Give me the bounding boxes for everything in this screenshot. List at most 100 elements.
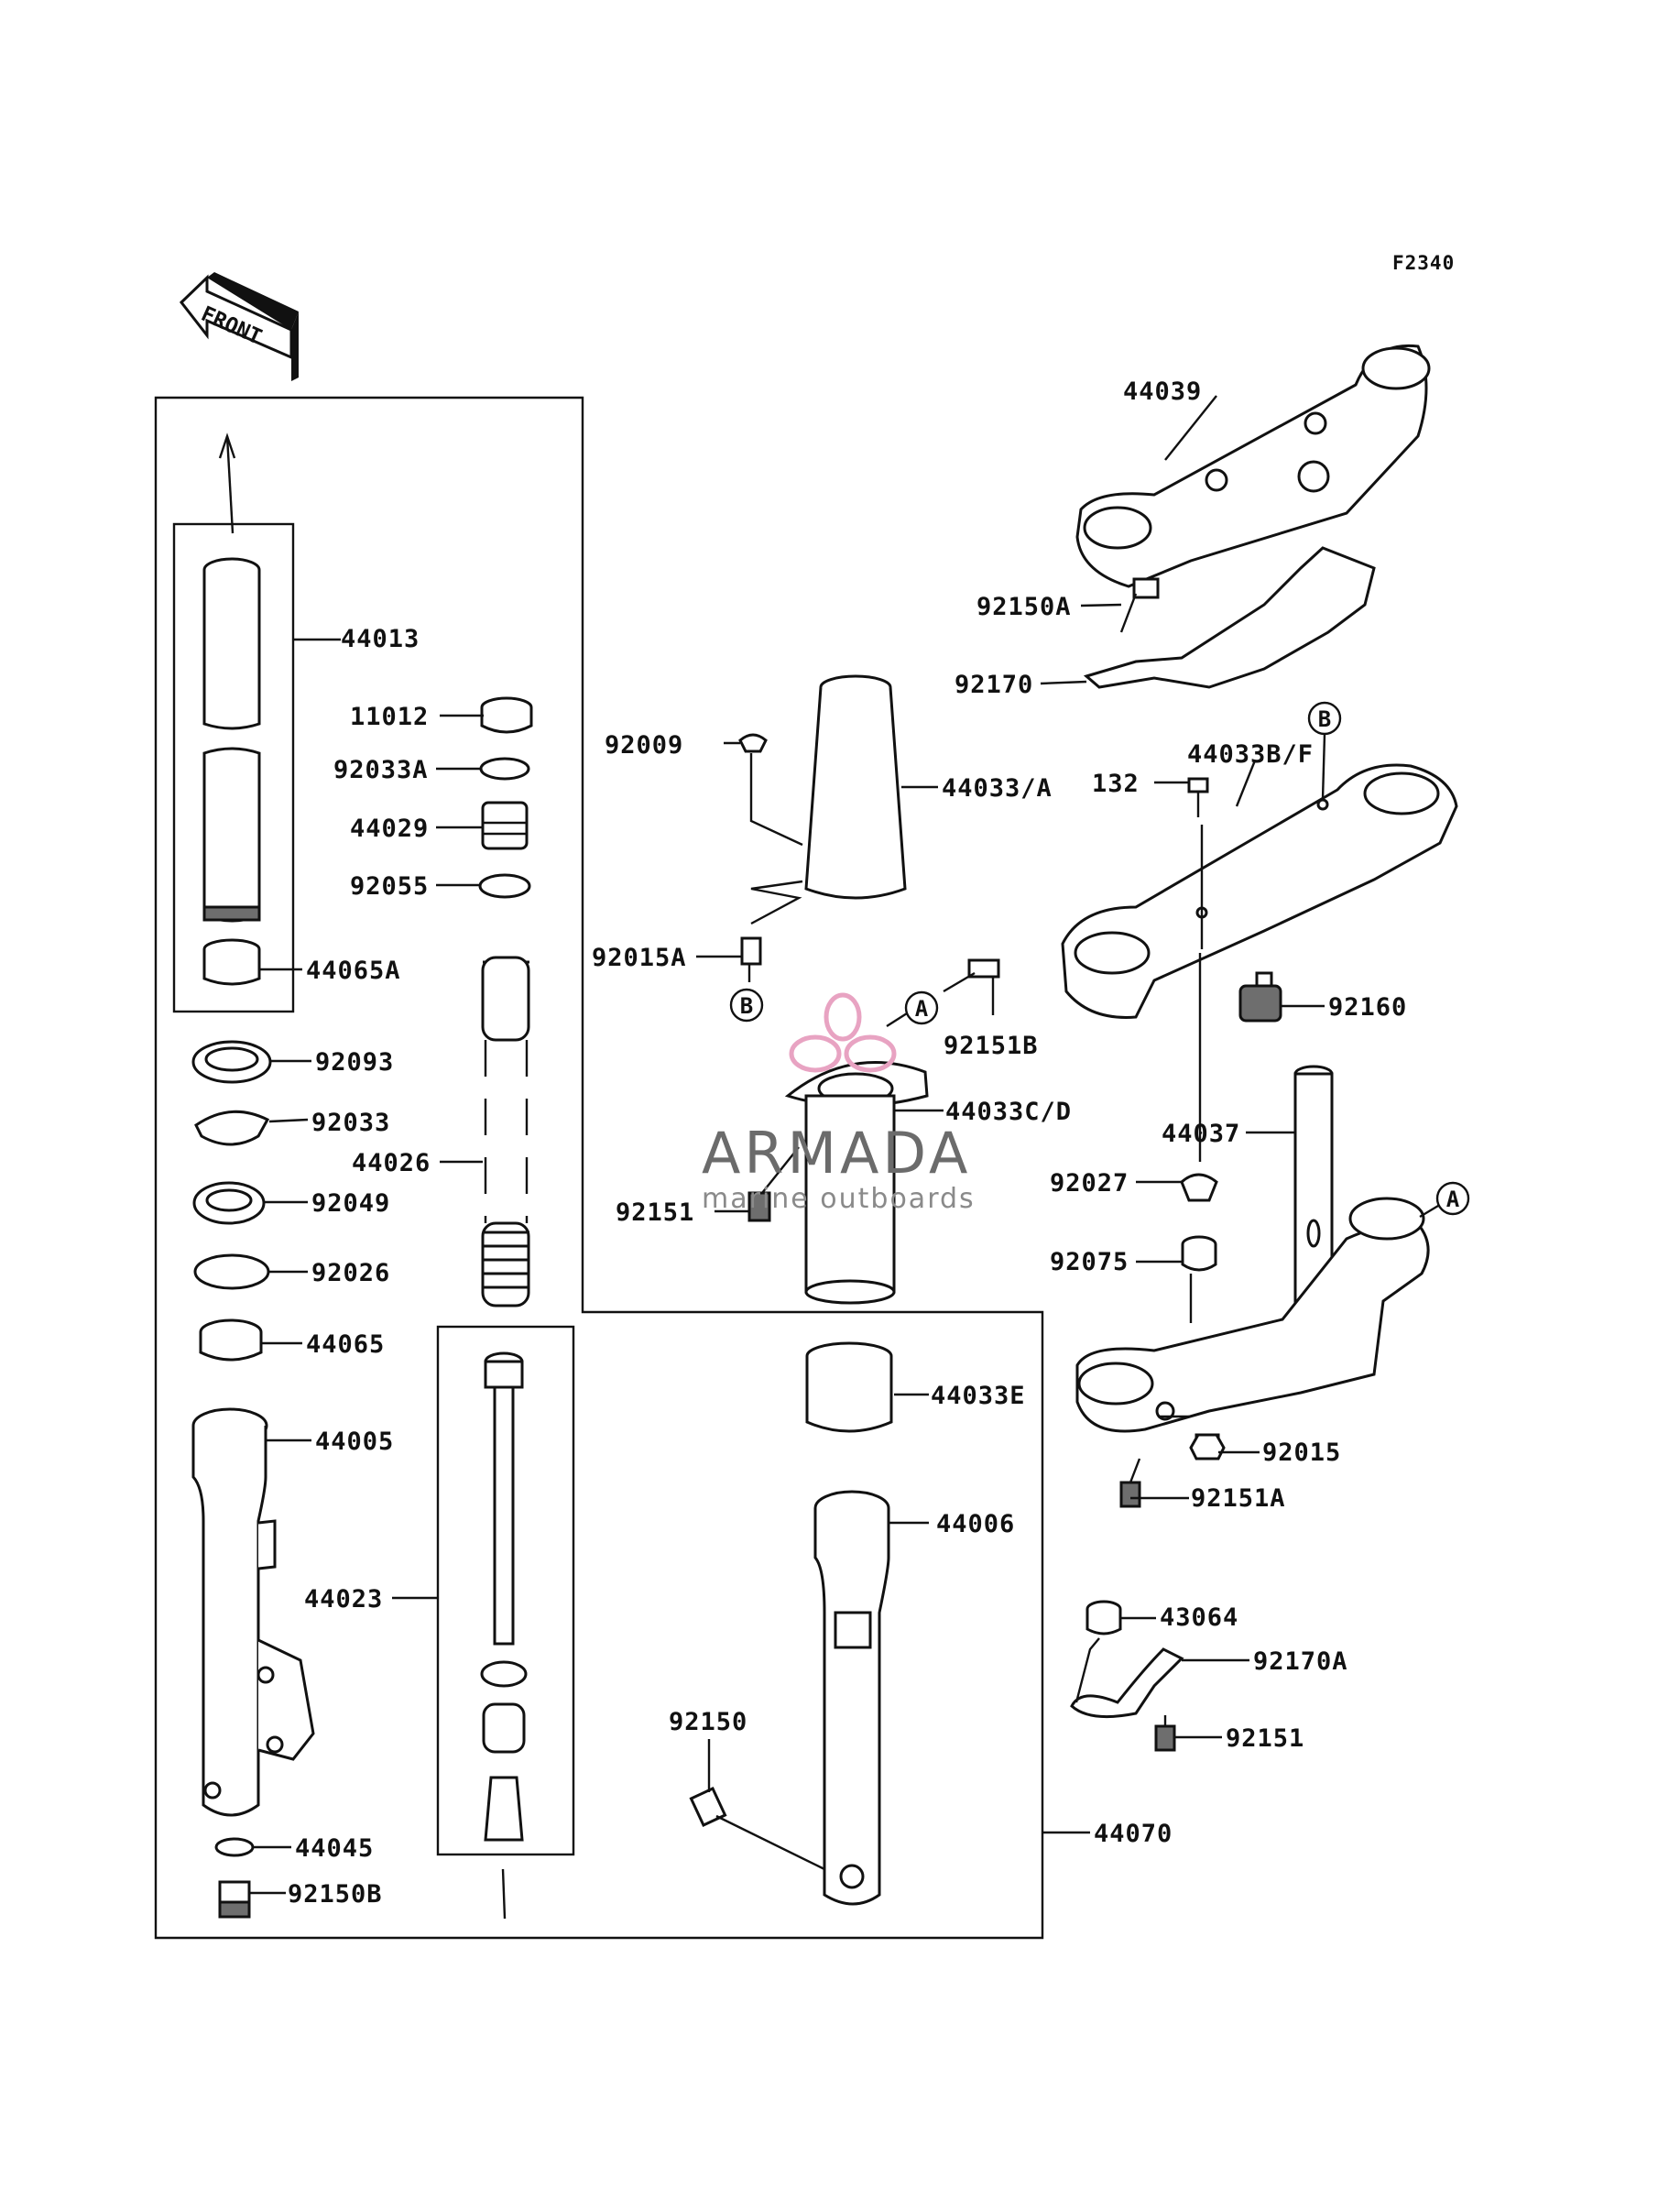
label-92150A: 92150A xyxy=(976,593,1072,621)
label-92033A: 92033A xyxy=(333,756,429,784)
watermark-subtitle: marine outboards xyxy=(702,1183,976,1215)
watermark-title: ARMADA xyxy=(702,1120,971,1187)
marker-b-upper-lead xyxy=(1321,733,1326,800)
label-92026: 92026 xyxy=(311,1259,390,1287)
damper-rod-group-box xyxy=(436,1325,575,1856)
label-44065A: 44065A xyxy=(306,957,401,985)
collar-44065A xyxy=(202,938,261,986)
label-44006: 44006 xyxy=(936,1510,1015,1538)
inner-tube-44013 xyxy=(202,557,261,923)
lower-bracket-44033BF xyxy=(1061,763,1458,1019)
watermark-logo-icon xyxy=(789,992,897,1073)
label-44029: 44029 xyxy=(350,815,429,843)
label-92009: 92009 xyxy=(605,731,683,760)
collar-92015A xyxy=(740,936,762,966)
label-44033CD: 44033C/D xyxy=(945,1098,1072,1126)
washer-44045 xyxy=(214,1837,255,1857)
bracket-92170 xyxy=(1083,546,1376,689)
label-44023: 44023 xyxy=(304,1585,383,1614)
washer-92026 xyxy=(193,1253,270,1290)
front-arrow-icon: FRONT xyxy=(179,272,299,381)
marker-a-right-lead xyxy=(1419,1204,1439,1219)
upper-bracket-44039 xyxy=(1075,344,1431,588)
label-92093: 92093 xyxy=(315,1048,394,1077)
label-44005: 44005 xyxy=(315,1428,394,1456)
label-44026: 44026 xyxy=(352,1149,431,1177)
marker-b-lower-label: B xyxy=(740,993,753,1019)
seal-92049 xyxy=(192,1181,266,1225)
label-44070: 44070 xyxy=(1094,1820,1173,1848)
outer-tube-44005 xyxy=(191,1407,315,1817)
label-11012: 11012 xyxy=(350,703,429,731)
cover-44033A xyxy=(804,674,907,900)
bushing-92075 xyxy=(1181,1235,1217,1272)
label-92075: 92075 xyxy=(1050,1248,1129,1276)
label-92015A: 92015A xyxy=(592,944,687,972)
label-92150: 92150 xyxy=(669,1708,747,1736)
emblem-holder-44033CD xyxy=(784,1061,929,1305)
marker-a-right-label: A xyxy=(1446,1187,1460,1212)
stem-44037 xyxy=(1075,1065,1430,1433)
label-92170: 92170 xyxy=(955,671,1033,699)
bolt-92151B xyxy=(943,958,1000,993)
label-92170A: 92170A xyxy=(1253,1647,1348,1676)
label-132: 132 xyxy=(1092,770,1140,798)
upward-arrow-line xyxy=(225,435,235,534)
bolt-92150B xyxy=(218,1880,251,1919)
marker-a-center-label: A xyxy=(915,996,929,1022)
damper-rod-44023 xyxy=(480,1351,528,1842)
bolt-92151A xyxy=(1119,1458,1141,1508)
marker-b-upper: B xyxy=(1307,701,1342,736)
circlip-92033 xyxy=(194,1110,270,1146)
figure-code: F2340 xyxy=(1392,252,1455,274)
marker-a-center: A xyxy=(904,990,939,1025)
label-44039: 44039 xyxy=(1123,377,1202,406)
bolt-92150A xyxy=(1119,577,1160,633)
label-92055: 92055 xyxy=(350,872,429,901)
oring-92055 xyxy=(478,873,531,899)
cover-44033E xyxy=(805,1341,893,1433)
label-44037: 44037 xyxy=(1162,1120,1240,1148)
fork-assembly-box xyxy=(154,396,1044,1940)
inner-tube-group-box xyxy=(172,522,295,1013)
cap-11012 xyxy=(480,696,533,734)
bushing-44065 xyxy=(199,1318,263,1362)
spring-44026 xyxy=(481,956,530,1307)
label-92151B: 92151B xyxy=(944,1032,1039,1060)
clamp-92170A xyxy=(1070,1647,1184,1719)
plug-44029 xyxy=(481,801,529,850)
label-92015: 92015 xyxy=(1262,1439,1341,1467)
label-92151-lower: 92151 xyxy=(1226,1724,1304,1753)
label-44033BF: 44033B/F xyxy=(1187,740,1314,769)
marker-a-center-lead xyxy=(886,1012,908,1028)
screw-92009 xyxy=(738,733,768,753)
label-44065: 44065 xyxy=(306,1330,385,1359)
downward-arrow-line xyxy=(501,1868,507,1920)
label-92150B: 92150B xyxy=(288,1880,383,1909)
grommet-43064 xyxy=(1085,1600,1122,1636)
bolt-92151 xyxy=(747,1191,771,1222)
bolt-92151-lower xyxy=(1154,1715,1176,1752)
marker-b-lower: B xyxy=(729,988,764,1023)
upward-arrow-head xyxy=(218,432,236,459)
oring-92033A xyxy=(479,757,530,781)
label-92151: 92151 xyxy=(616,1198,694,1227)
label-92151A: 92151A xyxy=(1191,1484,1286,1513)
nut-92160 xyxy=(1238,971,1282,1023)
label-44045: 44045 xyxy=(295,1834,374,1863)
outer-tube-44006 xyxy=(813,1490,890,1906)
leader-lines xyxy=(249,395,1325,1895)
collar-92015 xyxy=(1189,1433,1226,1461)
label-92049: 92049 xyxy=(311,1189,390,1218)
bolt-92150 xyxy=(689,1787,825,1871)
label-44033E: 44033E xyxy=(931,1382,1026,1410)
bolt-132 xyxy=(1187,777,1209,817)
marker-b-upper-label: B xyxy=(1318,706,1331,732)
label-92160: 92160 xyxy=(1328,993,1407,1022)
label-92027: 92027 xyxy=(1050,1169,1129,1198)
nut-92027 xyxy=(1180,1173,1218,1202)
watermark: ARMADA marine outboards xyxy=(702,992,976,1215)
marker-a-right: A xyxy=(1435,1181,1470,1216)
label-43064: 43064 xyxy=(1160,1603,1238,1632)
